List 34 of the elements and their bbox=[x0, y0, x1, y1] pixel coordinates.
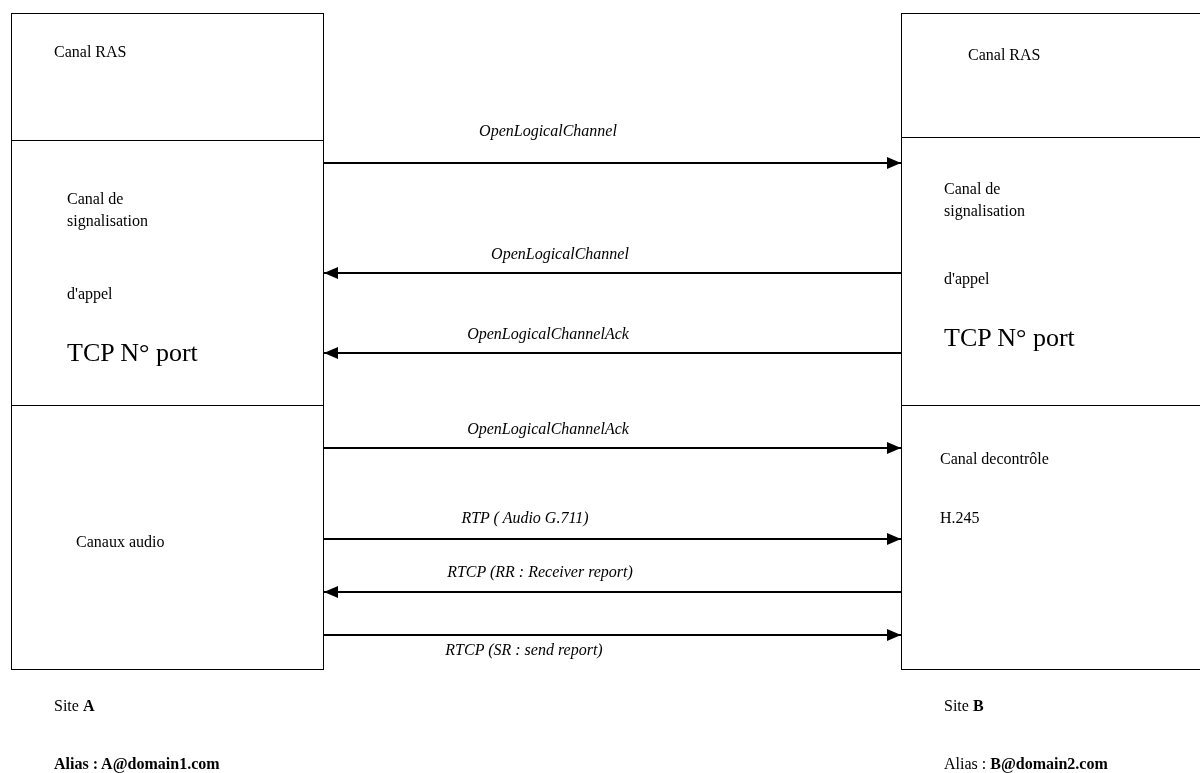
alias-label: Alias : B@domain2.com bbox=[944, 755, 1108, 773]
edge-label: OpenLogicalChannelAck bbox=[465, 420, 631, 438]
channel-section bbox=[11, 13, 324, 141]
edge-label: RTP ( Audio G.711) bbox=[459, 509, 591, 527]
edge-label: OpenLogicalChannelAck bbox=[465, 325, 631, 343]
channel-section bbox=[11, 405, 324, 670]
site-label: Site A bbox=[54, 697, 95, 715]
channel-text: TCP N° port bbox=[67, 338, 199, 368]
arrow bbox=[323, 157, 902, 169]
channel-text: H.245 bbox=[940, 508, 981, 528]
channel-section bbox=[901, 405, 1200, 670]
edge-label: OpenLogicalChannel bbox=[489, 245, 631, 263]
edge-label: RTCP (SR : send report) bbox=[443, 641, 605, 659]
edge-label: RTCP (RR : Receiver report) bbox=[445, 563, 635, 581]
channel-text: Canal RAS bbox=[968, 45, 1042, 65]
channel-text: d'appel bbox=[944, 269, 991, 290]
channel-text: Canaux audio bbox=[76, 532, 166, 552]
channel-text: Canal decontrôle bbox=[940, 449, 1050, 469]
channel-text: Canal de signalisation bbox=[944, 179, 1026, 222]
arrow bbox=[323, 586, 902, 598]
channel-section bbox=[901, 13, 1200, 138]
arrow bbox=[323, 347, 902, 359]
site-label: Site B bbox=[944, 697, 984, 715]
arrow bbox=[323, 442, 902, 454]
channel-text: TCP N° port bbox=[944, 323, 1076, 353]
channel-text: Canal de signalisation bbox=[67, 189, 149, 232]
arrow bbox=[323, 267, 902, 279]
arrow bbox=[323, 533, 902, 545]
channel-section bbox=[11, 140, 324, 406]
edge-label: OpenLogicalChannel bbox=[477, 122, 619, 140]
channel-text: Canal RAS bbox=[54, 42, 128, 62]
alias-label: Alias : A@domain1.com bbox=[54, 755, 220, 773]
channel-text: d'appel bbox=[67, 284, 114, 305]
arrow bbox=[323, 629, 902, 641]
